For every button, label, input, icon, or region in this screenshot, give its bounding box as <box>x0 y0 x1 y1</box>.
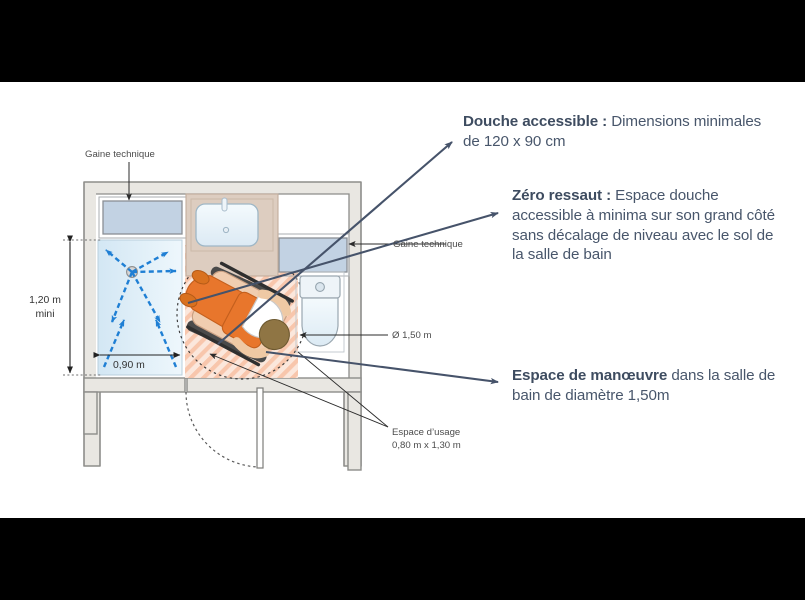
duct-top-left <box>98 196 187 239</box>
label-largeur-090: 0,90 m <box>113 360 145 371</box>
label-diametre-150: Ø 1,50 m <box>392 330 432 341</box>
callout-3-bold: Espace de manœuvre <box>512 367 668 384</box>
sink-basin <box>195 197 259 247</box>
wheelchair-user-figure <box>179 261 294 367</box>
callout-arrow-2 <box>187 211 499 305</box>
bottom-wall <box>83 377 362 471</box>
toilet-fixture <box>295 271 345 353</box>
callout-douche-accessible: Douche accessible : Dimensions minimales… <box>463 112 763 152</box>
callout-arrow-3 <box>265 350 499 385</box>
shower-slope-arrows <box>105 249 177 323</box>
callout-espace-manoeuvre: Espace de manœuvre dans la salle de bain… <box>512 366 805 406</box>
diagram-canvas: Douche accessible : Dimensions minimales… <box>0 82 805 518</box>
callout-3-text: dans la salle de bain de diamètre 1,50m <box>512 367 776 404</box>
callout-2-bold: Zéro ressaut : <box>512 187 612 204</box>
label-hauteur-120-mini: 1,20 m mini <box>29 295 61 321</box>
callout-zero-ressaut: Zéro ressaut : Espace douche accessible … <box>512 186 780 265</box>
label-espace-usage: Espace d’usage 0,80 m x 1,30 m <box>392 427 461 451</box>
label-gaine-technique-top: Gaine technique <box>85 149 155 160</box>
floor-plan-svg <box>63 141 499 471</box>
callout-1-bold: Douche accessible : <box>463 113 608 130</box>
letterbox-bottom-bar <box>0 518 805 600</box>
callout-1-text: Dimensions minimales de 120 x 90 cm <box>463 113 762 150</box>
callout-arrow-1 <box>217 141 453 345</box>
leader-espace-usage <box>209 351 389 428</box>
callout-2-text: Espace douche accessible à minima sur so… <box>512 187 775 264</box>
label-gaine-technique-right: Gaine technique <box>393 239 463 250</box>
letterbox-top-bar <box>0 0 805 82</box>
dimension-shower-depth <box>63 235 101 376</box>
door-swing <box>185 387 264 469</box>
